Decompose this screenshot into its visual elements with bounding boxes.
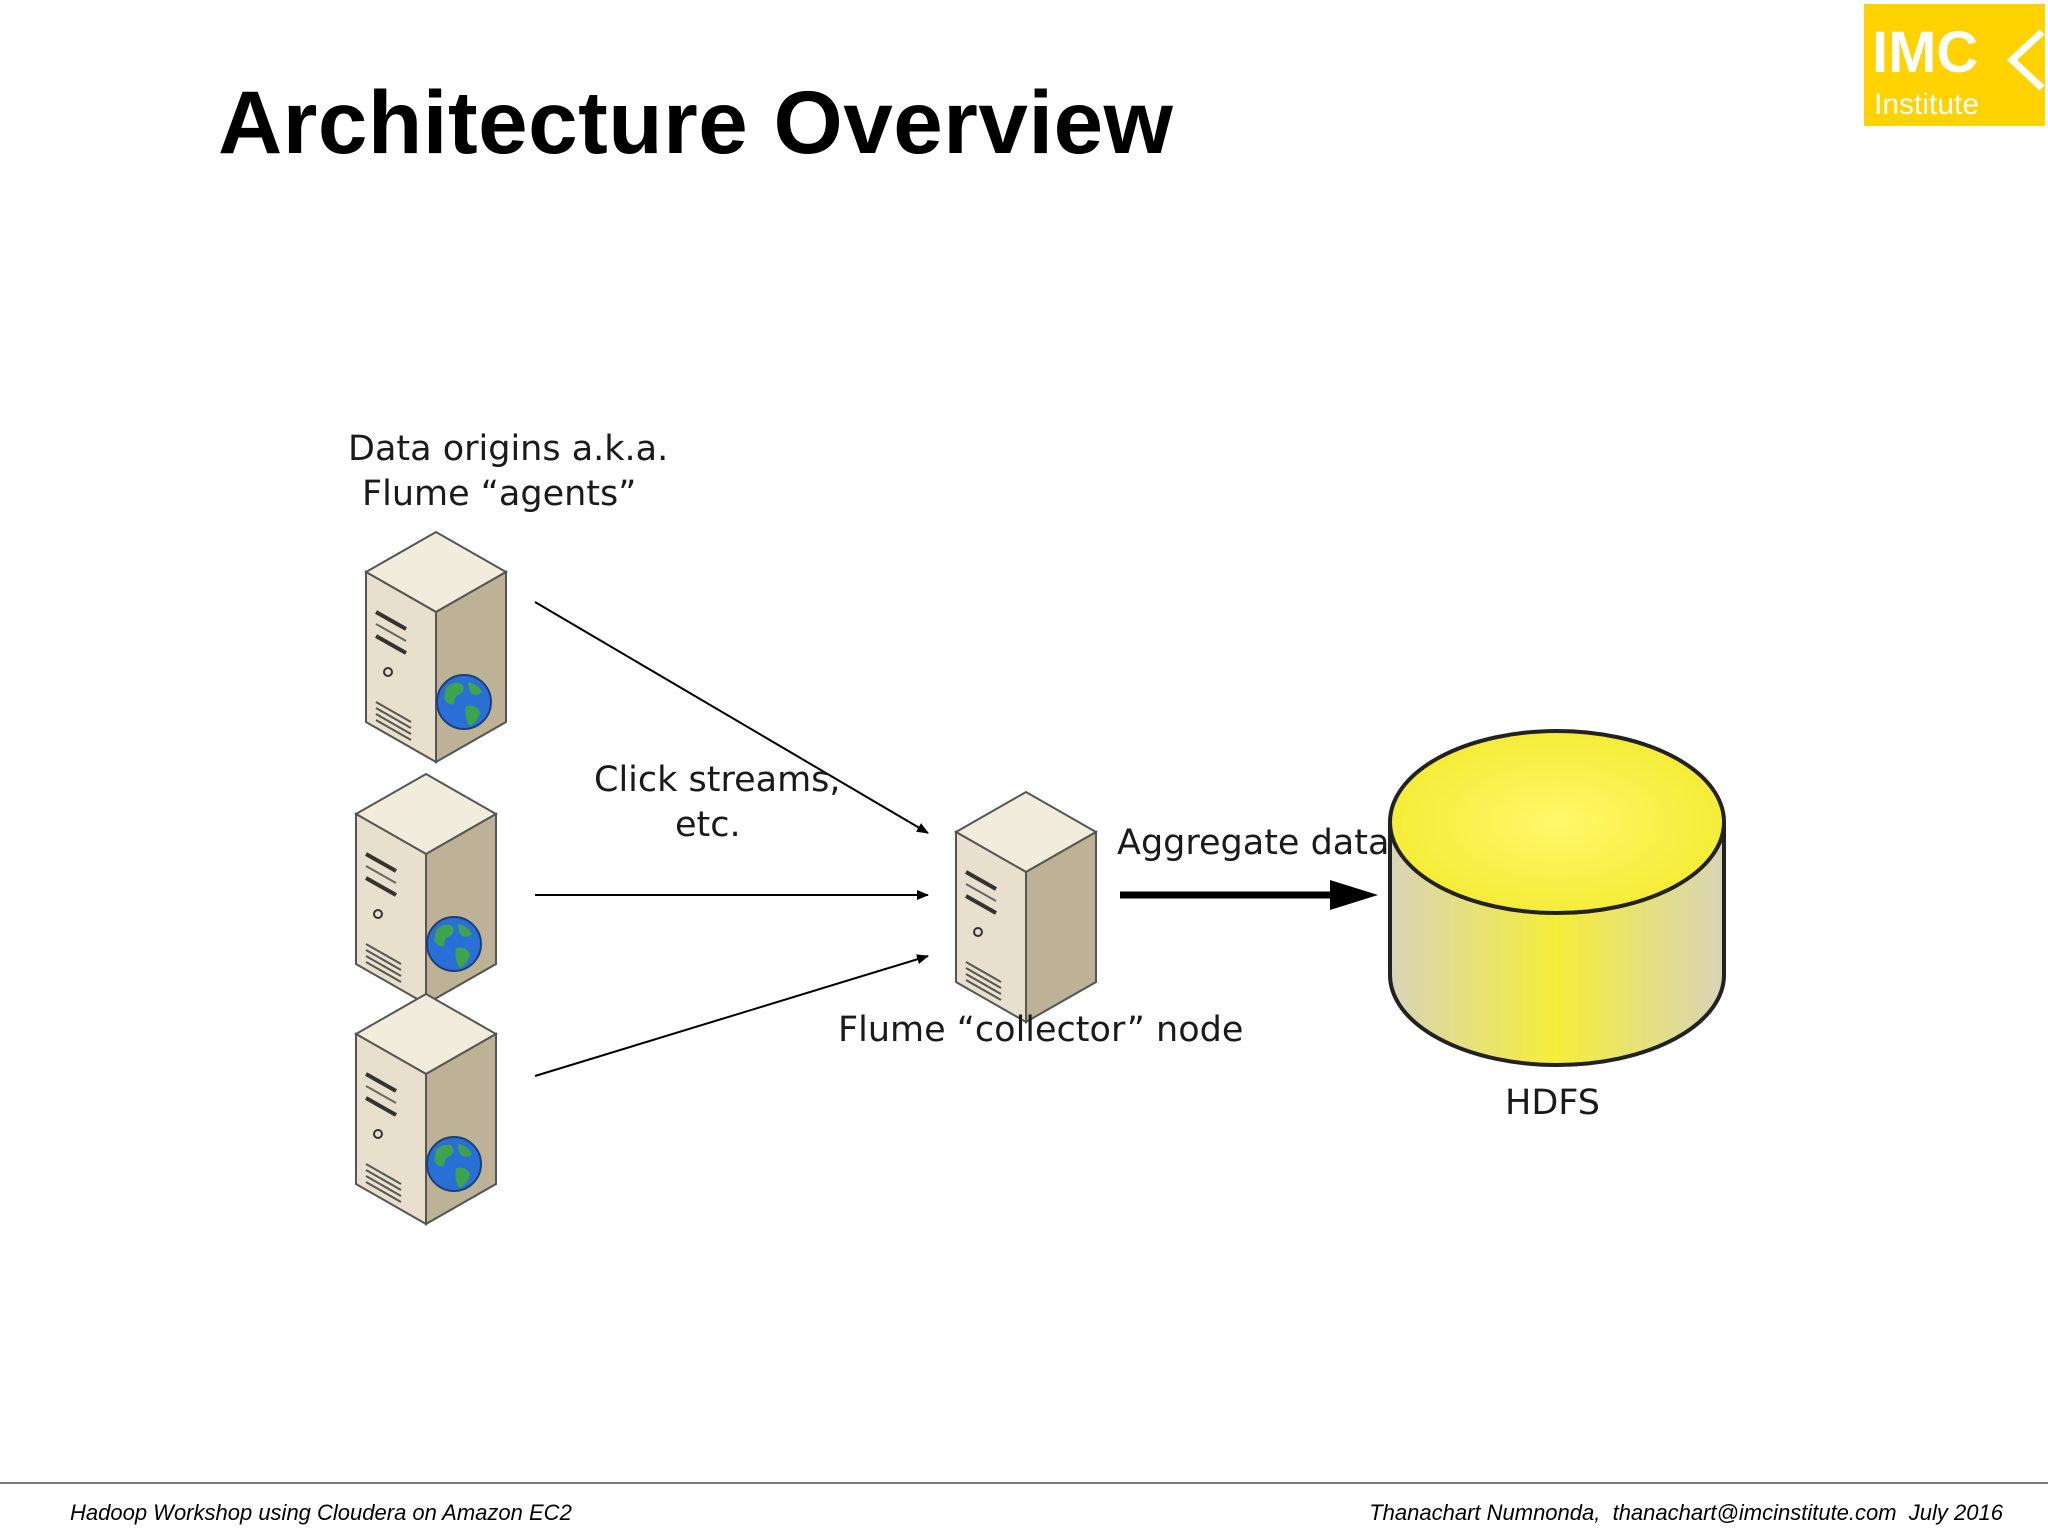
svg-text:Institute: Institute — [1874, 88, 1979, 121]
clickstream-label-line2: etc. — [675, 805, 741, 845]
collector-server — [954, 790, 1098, 1024]
agent-server-3 — [354, 992, 498, 1226]
footer-divider — [0, 1482, 2048, 1484]
database-cylinder-icon — [1388, 729, 1726, 1067]
agents-label-line2: Flume “agents” — [362, 474, 636, 514]
aggregate-arrow-head — [1330, 880, 1378, 910]
imc-institute-logo: IMC Institute — [1864, 4, 2045, 126]
agent-server-1 — [364, 530, 508, 764]
footer-workshop-title: Hadoop Workshop using Cloudera on Amazon… — [70, 1500, 572, 1525]
flow-arrow-agent-1 — [534, 601, 929, 834]
collector-label: Flume “collector” node — [838, 1010, 1243, 1050]
flow-arrow-agent-3 — [534, 954, 929, 1077]
globe-icon — [426, 1136, 482, 1192]
globe-icon — [426, 916, 482, 972]
agent-server-2 — [354, 772, 498, 1006]
agents-label-line1: Data origins a.k.a. — [348, 429, 668, 469]
clickstream-label-line1: Click streams, — [594, 760, 841, 800]
aggregate-label: Aggregate data — [1117, 823, 1389, 863]
hdfs-label: HDFS — [1505, 1083, 1600, 1123]
globe-icon — [436, 674, 492, 730]
slide-title: Architecture Overview — [218, 72, 1174, 172]
svg-text:IMC: IMC — [1872, 20, 1978, 85]
footer-author-info: Thanachart Numnonda, thanachart@imcinsti… — [1369, 1500, 2003, 1525]
